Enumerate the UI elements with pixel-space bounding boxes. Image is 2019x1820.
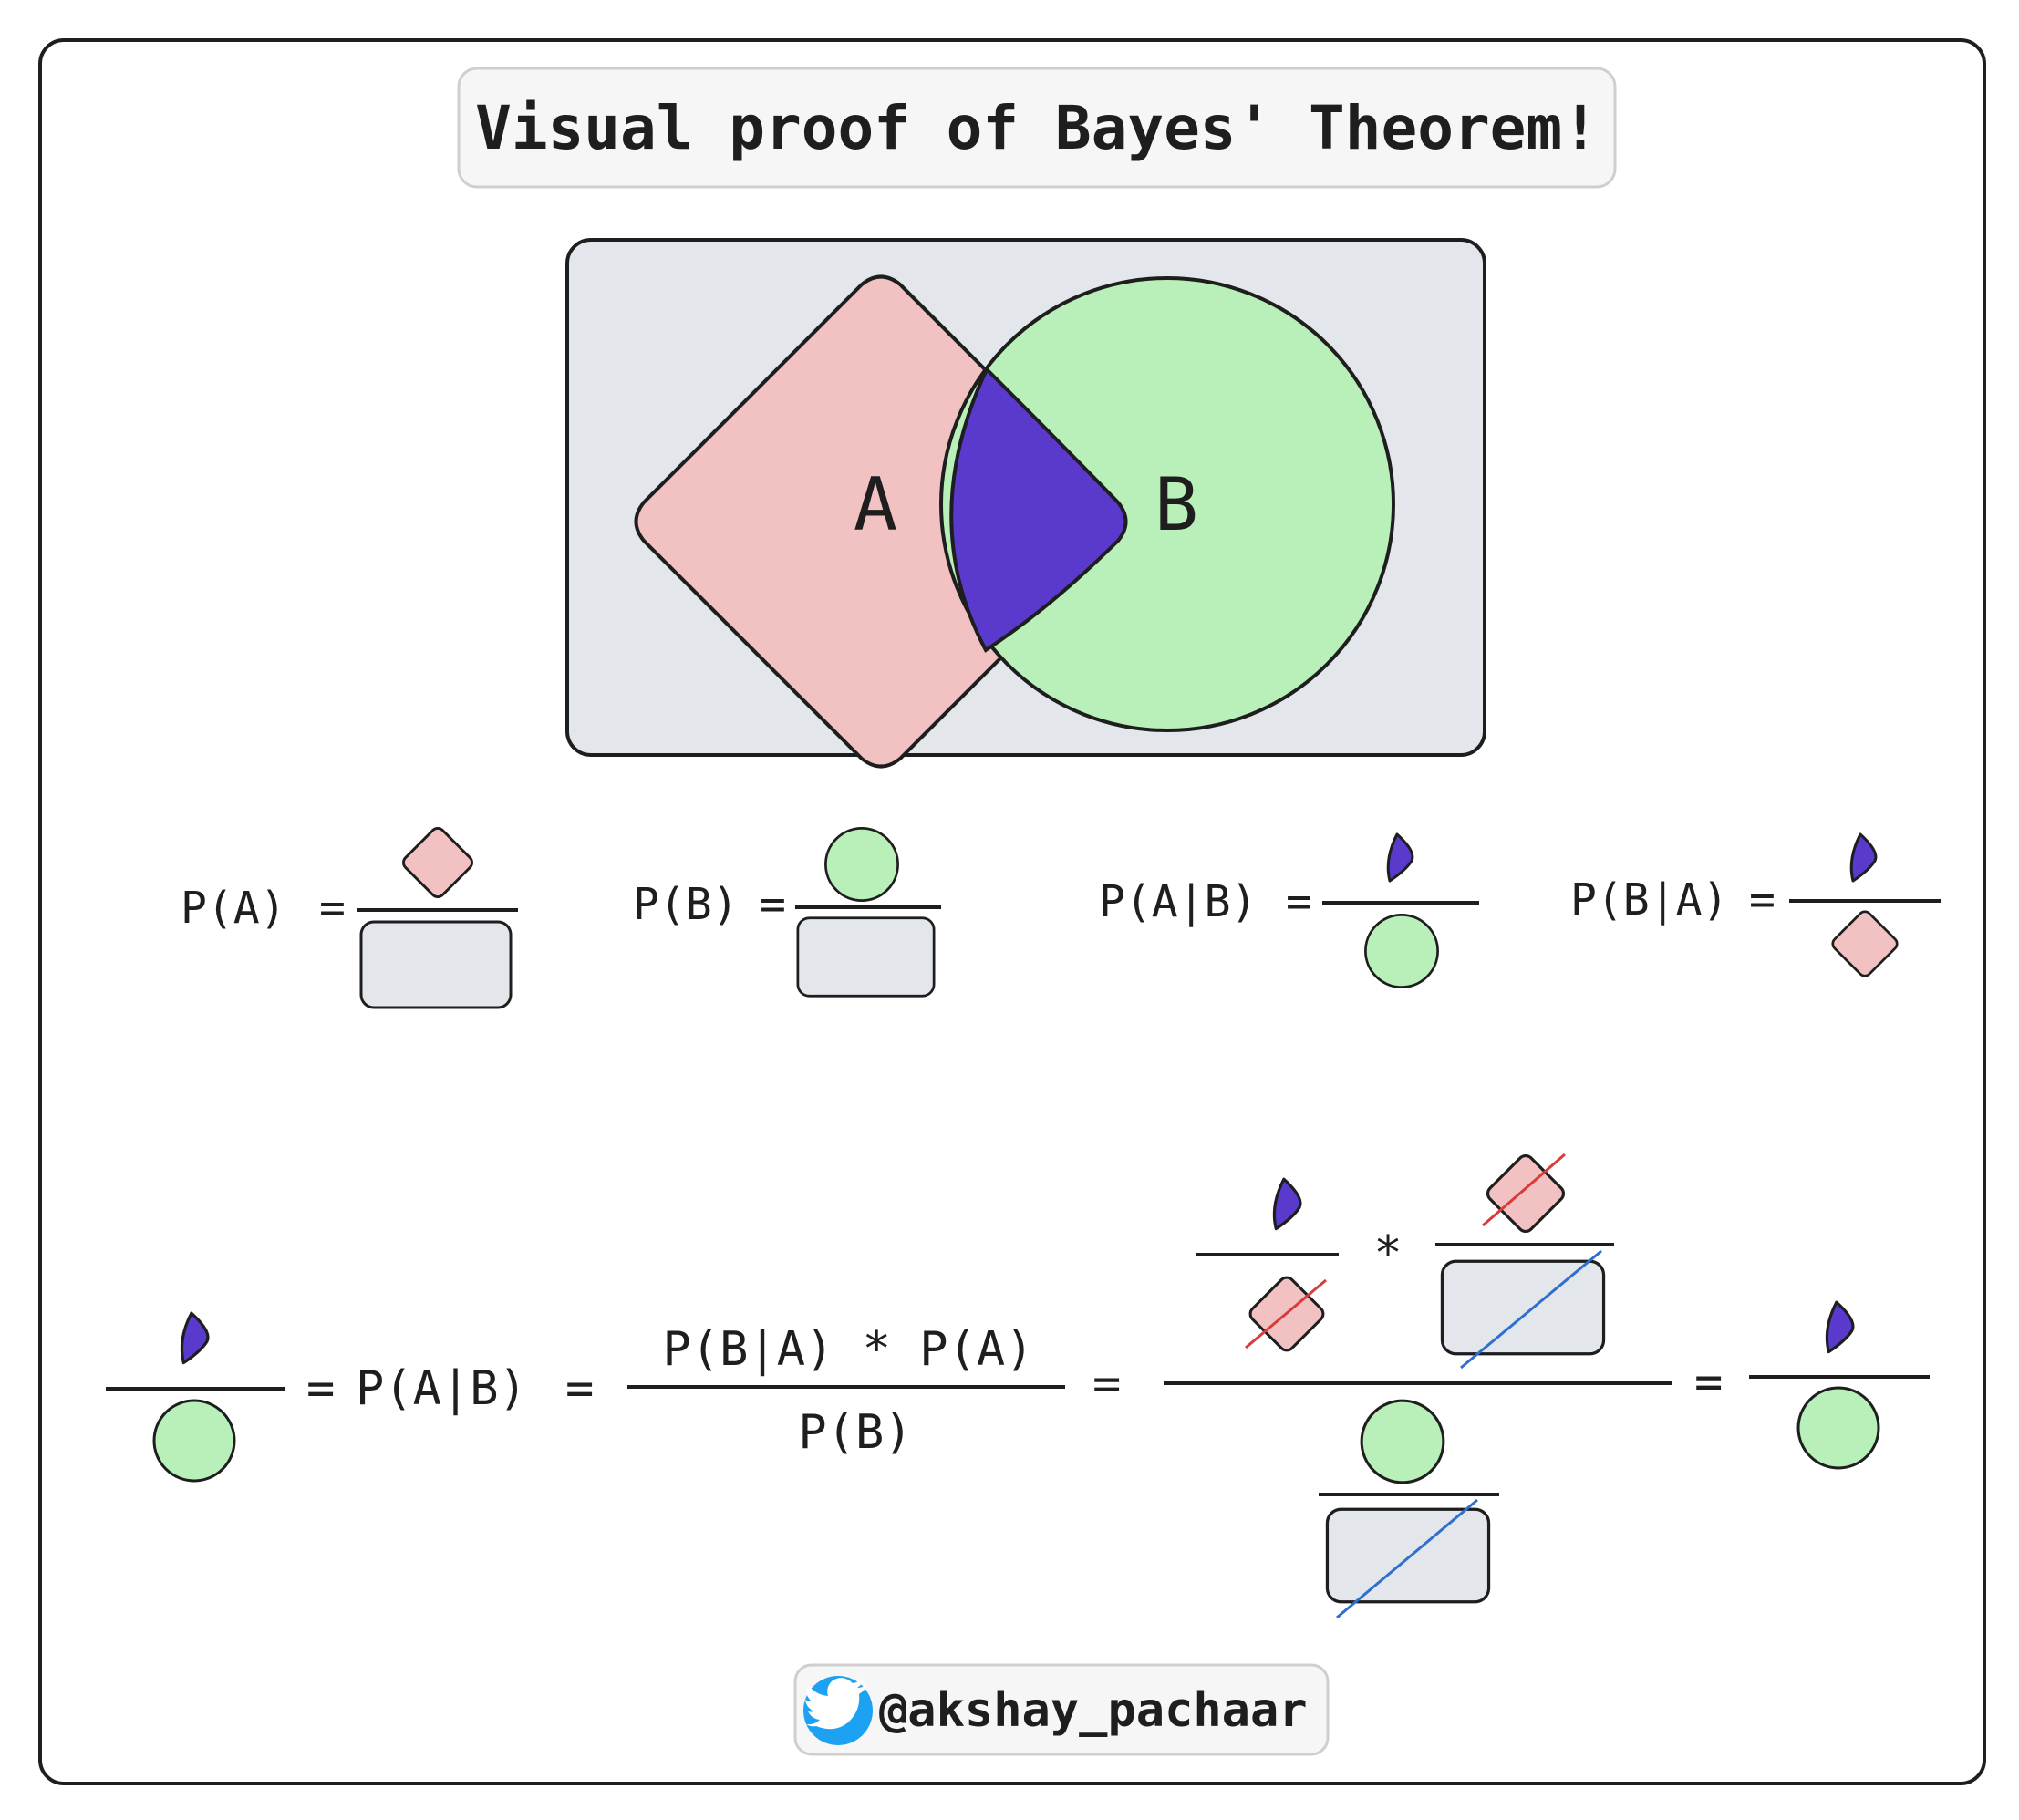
equals-sign: = [1694, 1355, 1723, 1410]
p-a-given-b-label: P(A|B) [1099, 876, 1257, 927]
cancel-strike-red [1245, 1278, 1327, 1349]
equals-sign: = [1286, 876, 1312, 927]
p-b-given-a-label: P(B|A) [1570, 874, 1728, 926]
sample-space-icon [1325, 1507, 1491, 1604]
sample-space-icon [1440, 1259, 1606, 1356]
sample-space-icon [796, 916, 936, 998]
equals-sign: = [565, 1361, 594, 1416]
sample-space-icon [359, 920, 513, 1009]
title-box: Visual proof of Bayes' Theorem! [457, 67, 1617, 189]
definition-p-a: P(A) = [181, 823, 518, 1009]
multiply-sign: * [1373, 1226, 1402, 1281]
author-handle-badge[interactable]: @akshay_pachaar [793, 1663, 1330, 1756]
author-handle[interactable]: @akshay_pachaar [879, 1683, 1308, 1738]
compound-fraction: * [1164, 1151, 1672, 1619]
circle-icon [1796, 1386, 1880, 1470]
equals-sign: = [1749, 874, 1776, 926]
circle-icon [152, 1399, 236, 1483]
cancel-strike-blue [1336, 1498, 1478, 1619]
p-a-given-b-term: P(A|B) [356, 1361, 527, 1416]
p-a-label: P(A) [181, 883, 286, 934]
intersection-region [949, 366, 1128, 653]
set-a-label: A [854, 462, 897, 547]
p-b-label: P(B) [633, 879, 739, 930]
definition-p-a-given-b: P(A|B) = [1099, 832, 1479, 988]
twitter-bird-icon [803, 1676, 873, 1745]
equals-sign: = [319, 883, 346, 934]
cancel-strike-blue [1460, 1249, 1602, 1370]
venn-diagram: A B [565, 238, 1486, 769]
page-title: Visual proof of Bayes' Theorem! [475, 93, 1599, 163]
set-b-label: B [1154, 462, 1198, 547]
circle-icon [1360, 1399, 1445, 1484]
derivation-equation: = P(A|B) = P(B|A) * P(A) P(B) = * [106, 1151, 1930, 1619]
bayes-numerator: P(B|A) * P(A) [663, 1322, 1034, 1377]
set-b-circle [939, 276, 1395, 732]
definition-p-b-given-a: P(B|A) = [1570, 832, 1941, 980]
circle-icon [1364, 914, 1439, 988]
bayes-denominator: P(B) [798, 1405, 912, 1460]
equals-sign: = [760, 879, 786, 930]
definition-p-b: P(B) = [633, 827, 941, 998]
cancel-strike-red [1482, 1153, 1566, 1227]
equals-sign: = [306, 1361, 335, 1416]
equals-sign: = [1092, 1357, 1121, 1412]
circle-icon [824, 827, 899, 902]
